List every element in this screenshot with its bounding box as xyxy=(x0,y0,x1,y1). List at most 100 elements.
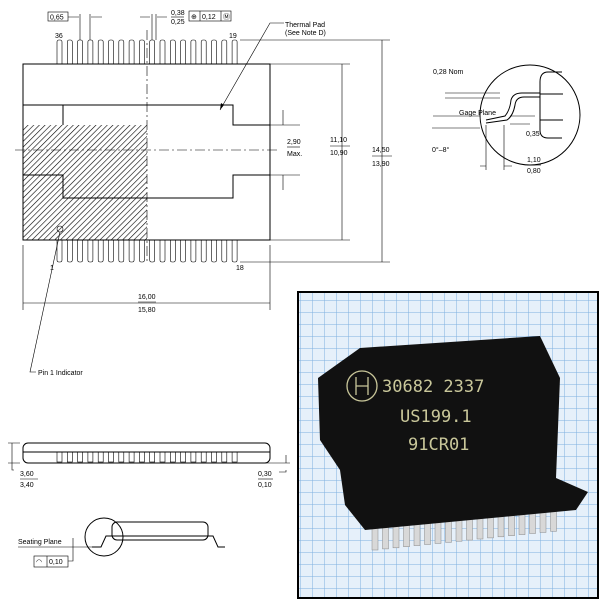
standoff-min: 0,10 xyxy=(258,482,272,489)
lead xyxy=(180,451,186,463)
body-width-max: 11,10 xyxy=(330,137,347,144)
thermal-pad-outline xyxy=(23,104,270,199)
lead xyxy=(118,451,125,463)
tolerance-value: 0,12 xyxy=(202,14,216,21)
pitch-dimension xyxy=(68,14,167,40)
detail-callout-circle xyxy=(84,517,124,557)
lead xyxy=(149,451,155,463)
lead xyxy=(211,451,217,463)
lead xyxy=(159,39,166,64)
profile-icon: ◠ xyxy=(36,559,42,566)
lead xyxy=(231,39,238,64)
lead xyxy=(180,240,186,263)
foot-min: 0,80 xyxy=(527,168,541,175)
top-leads xyxy=(56,39,238,64)
lead xyxy=(77,451,83,463)
bottom-leads xyxy=(56,240,238,263)
mmc-icon: Ⓜ xyxy=(223,13,230,21)
lead-detail: 0,28 Nom Gage Plane 0,35 0°–8° 1,10 0,80 xyxy=(432,64,581,175)
thermal-pad-leader xyxy=(219,22,284,111)
lead-width-min: 0,25 xyxy=(171,19,185,26)
pitch-label: 0,65 xyxy=(50,15,64,22)
lead xyxy=(221,39,228,64)
lead xyxy=(211,240,217,263)
lead xyxy=(108,451,114,463)
lead xyxy=(180,39,186,64)
lead xyxy=(128,39,135,64)
thermal-pad-note: (See Note D) xyxy=(285,30,326,37)
lead xyxy=(56,240,63,263)
body-width-min: 10,90 xyxy=(330,150,348,157)
hatched-section xyxy=(23,125,147,240)
lead xyxy=(159,240,166,263)
lead-thickness: 0,28 Nom xyxy=(433,69,464,76)
pin1-leader xyxy=(29,231,61,373)
lead xyxy=(118,39,125,64)
pitch-box xyxy=(47,11,69,22)
side-view: 3,60 3,40 0,30 0,10 Seating Plane ◠ 0,10 xyxy=(8,442,290,568)
lead xyxy=(77,39,83,64)
lead xyxy=(190,39,197,64)
pad-height-note: Max. xyxy=(287,151,302,158)
angle-label: 0°–8° xyxy=(432,146,449,154)
lead xyxy=(221,240,228,263)
lead xyxy=(67,451,73,463)
chip-photo: 30682 2337 US199.1 91CR01 xyxy=(297,291,599,599)
lead xyxy=(87,451,94,463)
lead xyxy=(87,240,94,263)
lead xyxy=(108,39,114,64)
pad-height-max: 2,90 xyxy=(287,139,301,146)
coplanarity-frame xyxy=(33,555,69,568)
lead xyxy=(118,240,125,263)
foot-max: 1,10 xyxy=(527,157,541,164)
marking-line2: US199.1 xyxy=(400,407,472,427)
lead xyxy=(159,451,166,463)
overall-width-dimension xyxy=(240,39,390,263)
standoff-max: 0,30 xyxy=(258,471,272,478)
end-body xyxy=(111,521,209,541)
lead xyxy=(67,39,73,64)
lead xyxy=(97,39,104,64)
lead xyxy=(200,451,207,463)
lead xyxy=(190,451,197,463)
pin1-indicator-label: Pin 1 Indicator xyxy=(38,370,83,377)
lead xyxy=(108,240,114,263)
coplanarity-value: 0,10 xyxy=(49,559,63,566)
lead xyxy=(128,240,135,263)
lead xyxy=(211,39,217,64)
pin-18-label: 18 xyxy=(236,265,244,272)
lead xyxy=(190,240,197,263)
marking-line3: 91CR01 xyxy=(408,435,469,455)
seating-plane-label: Seating Plane xyxy=(18,539,62,546)
lead xyxy=(139,240,145,263)
lead xyxy=(87,39,94,64)
lead xyxy=(149,240,155,263)
lead xyxy=(231,451,238,463)
length-max: 16,00 xyxy=(138,294,156,301)
lead xyxy=(77,240,83,263)
lead xyxy=(200,39,207,64)
lead xyxy=(170,39,176,64)
lead xyxy=(200,240,207,263)
lead xyxy=(139,451,145,463)
overall-width-max: 14,50 xyxy=(372,147,390,154)
lead-width-max: 0,38 xyxy=(171,10,185,17)
gage-offset: 0,35 xyxy=(526,131,540,138)
lead xyxy=(170,451,176,463)
lead xyxy=(128,451,135,463)
gage-plane-label: Gage Plane xyxy=(459,110,496,117)
lead-profile xyxy=(485,92,540,124)
lead xyxy=(56,39,63,64)
length-min: 15,80 xyxy=(138,307,156,314)
lead xyxy=(97,451,104,463)
height-max: 3,60 xyxy=(20,471,34,478)
bosch-logo xyxy=(346,370,378,402)
lead xyxy=(56,451,63,463)
lead xyxy=(231,240,238,263)
lead xyxy=(139,39,145,64)
pin-36-label: 36 xyxy=(55,33,63,40)
thermal-pad-label: Thermal Pad xyxy=(285,22,325,29)
lead xyxy=(149,39,155,64)
lead xyxy=(170,240,176,263)
